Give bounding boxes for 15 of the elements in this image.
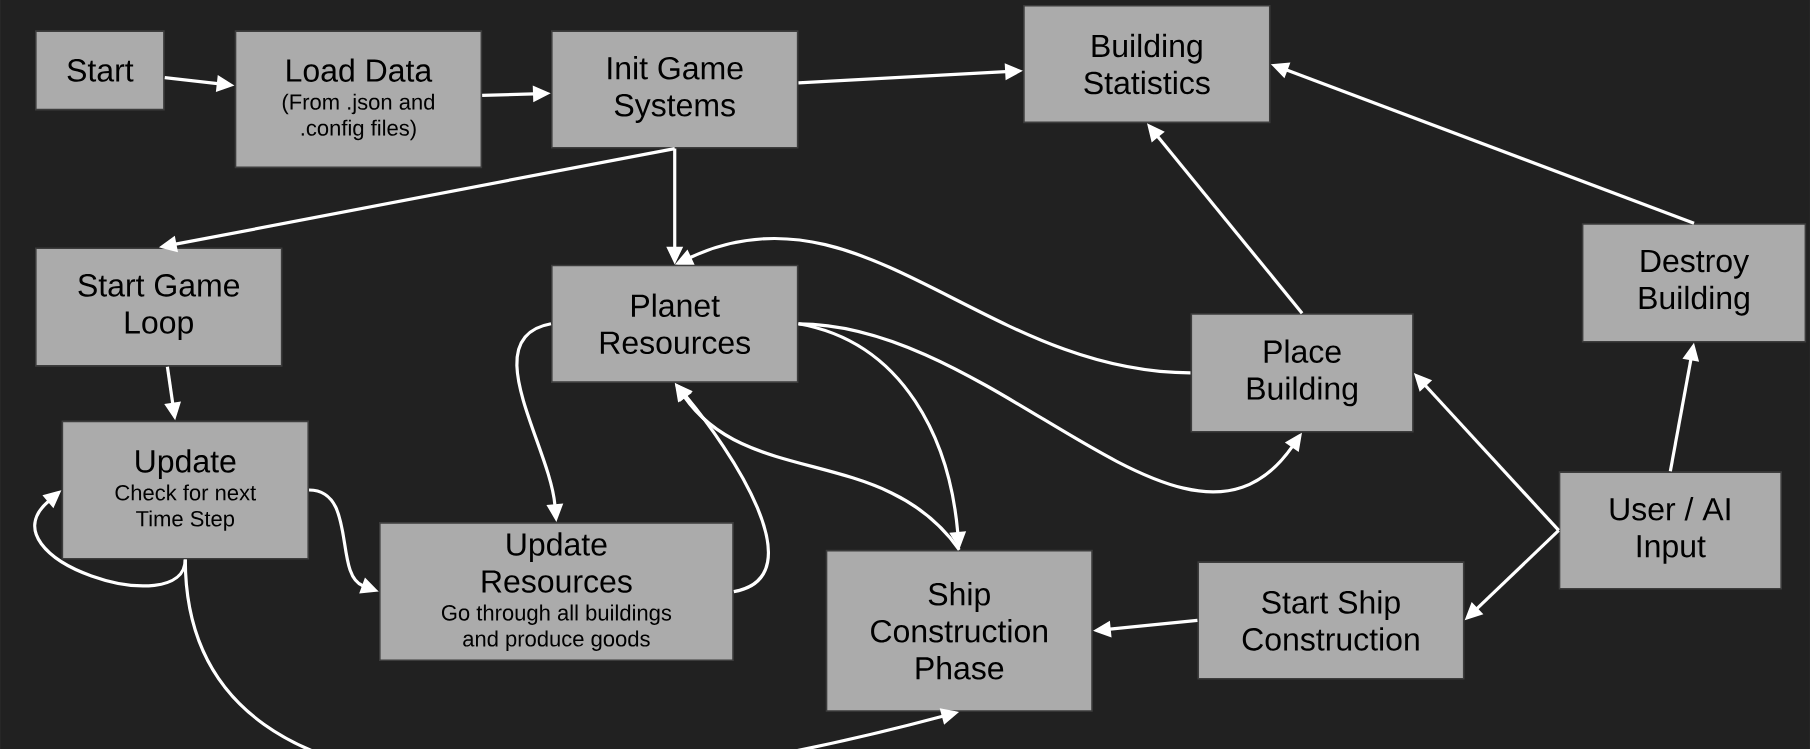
- process-box: Start Ship Construction: [1197, 561, 1465, 680]
- process-box: Load Data (From .json and .config files): [234, 30, 483, 169]
- process-box: Place Building: [1190, 313, 1414, 433]
- process-box: Destroy Building: [1581, 223, 1807, 343]
- process-box: Ship Construction Phase: [825, 549, 1093, 712]
- process-box: Planet Resources: [551, 264, 799, 383]
- process-box: Start: [35, 30, 165, 111]
- process-box: Update Resources Go through all buildings and produce goods: [379, 522, 734, 661]
- process-box: Start Game Loop: [35, 247, 283, 367]
- process-box: Update Check for next Time Step: [61, 420, 310, 560]
- arrow: [798, 322, 1302, 493]
- process-box: Building Statistics: [1023, 4, 1271, 124]
- arrow: [33, 490, 187, 587]
- process-box: User / AI Input: [1558, 471, 1782, 590]
- process-box: Init Game Systems: [551, 30, 799, 149]
